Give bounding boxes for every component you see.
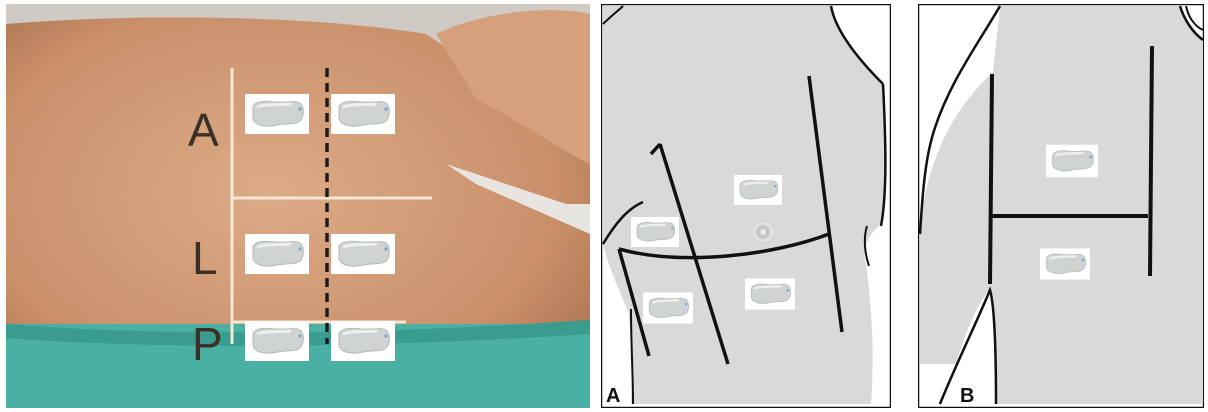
paravertebral-line (1150, 46, 1152, 276)
ultrasound-probe-icon (631, 217, 679, 247)
diagram-posterior-view: B (918, 4, 1204, 408)
diagram-lateral-view: A (601, 4, 891, 408)
ultrasound-probe-icon (245, 234, 309, 274)
ultrasound-probe-icon (745, 278, 795, 309)
ultrasound-probe-icon (331, 234, 395, 274)
ultrasound-probe-icon (1046, 145, 1098, 178)
ultrasound-probe-icon (734, 175, 782, 205)
patient-photo: A L P (6, 4, 590, 408)
zone-label-posterior: P (192, 318, 223, 370)
nipple-marker-icon (751, 220, 775, 244)
zone-label-anterior: A (188, 104, 219, 156)
ultrasound-probe-icon (245, 94, 309, 134)
zone-label-lateral: L (192, 232, 218, 284)
panel-letter-b: B (960, 385, 974, 407)
ultrasound-probe-icon (331, 94, 395, 134)
ultrasound-probe-icon (331, 321, 395, 361)
panel-letter-a: A (606, 385, 620, 407)
ultrasound-probe-icon (1040, 248, 1090, 279)
posterior-axillary-line (990, 74, 992, 284)
ultrasound-probe-icon (245, 321, 309, 361)
ultrasound-probe-icon (643, 292, 693, 323)
